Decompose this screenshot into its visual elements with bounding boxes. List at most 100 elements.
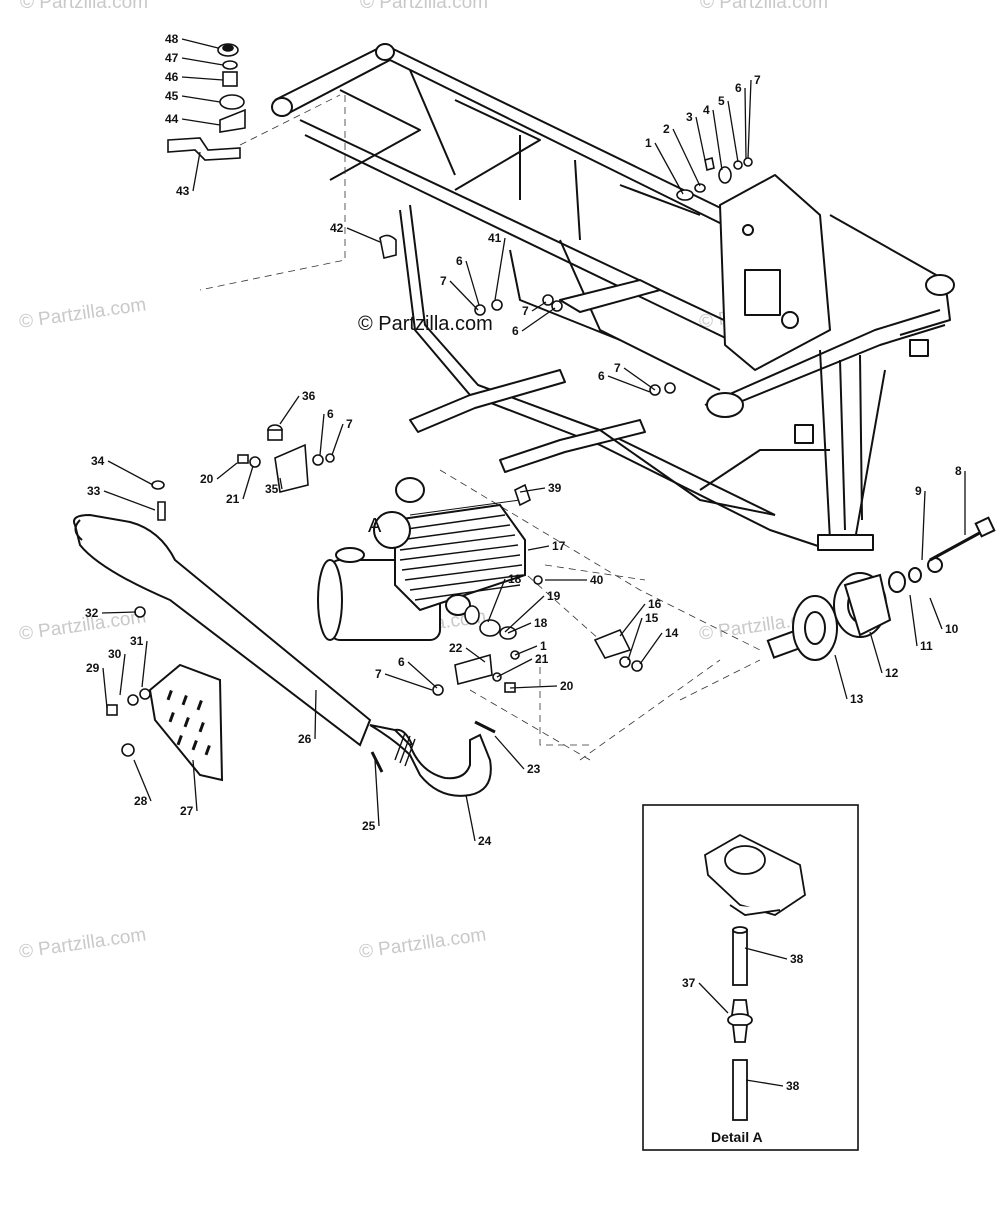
callout-leader-line [695, 116, 706, 161]
callout-number: 25 [362, 819, 376, 833]
callout-number: 1 [540, 639, 547, 653]
callout-leader-line [181, 38, 219, 49]
callout-number: 45 [165, 89, 179, 103]
callout-leader-line [181, 76, 224, 81]
callout-leader-line [331, 423, 344, 456]
callout-number: 20 [200, 472, 214, 486]
callout-number: 6 [456, 254, 463, 268]
callout-leader-line [494, 237, 506, 301]
callout-number: 42 [330, 221, 344, 235]
callout-number: 11 [920, 639, 933, 653]
callout-leader-line [487, 578, 506, 623]
callout-number: 6 [512, 324, 519, 338]
callout-leader-line [279, 395, 300, 425]
detail-a-marker-circle [373, 511, 411, 549]
callout-leader-line [509, 685, 558, 689]
callout-leader-line [141, 640, 148, 688]
callout-number: 44 [165, 112, 179, 126]
callout-leader-line [449, 280, 479, 311]
callout-leader-line [929, 597, 943, 630]
callout-number: 15 [645, 611, 659, 625]
callout-leader-line [639, 632, 663, 665]
callout-leader-line [507, 622, 532, 634]
callout-leader-line [654, 142, 684, 195]
callout-number: 48 [165, 32, 179, 46]
callout-leader-line [745, 1079, 784, 1087]
callout-leader-line [374, 759, 380, 827]
callout-leader-line [102, 667, 108, 709]
callout-number: 7 [754, 73, 761, 87]
callout-leader-line [346, 227, 381, 243]
callout-number: 4 [703, 103, 710, 117]
callout-number: 3 [686, 110, 693, 124]
callout-number: 6 [598, 369, 605, 383]
callout-leader-line [744, 87, 747, 159]
callout-leader-line [407, 661, 438, 689]
callout-leader-line [494, 735, 525, 770]
callout-number: 2 [663, 122, 670, 136]
callout-number: 41 [488, 231, 502, 245]
callout-leader-line [698, 982, 729, 1014]
callout-leader-line [619, 603, 646, 637]
callout-leader-line [319, 413, 325, 456]
callout-number: 28 [134, 794, 148, 808]
callout-leader-line [465, 260, 480, 306]
callout-leader-line [869, 631, 883, 674]
frame-assembly [271, 43, 955, 551]
callout-number: 47 [165, 51, 179, 65]
callout-number: 27 [180, 804, 194, 818]
callout-leader-line [712, 109, 723, 171]
callout-number: 6 [398, 655, 405, 669]
callout-leader-line [181, 118, 221, 126]
watermark: © Partzilla.com [18, 294, 148, 333]
callout-number: 39 [548, 481, 562, 495]
detail-a-marker: A [368, 515, 382, 537]
callout-number: 43 [176, 184, 190, 198]
callout-number: 37 [682, 976, 696, 990]
callout-leader-line [119, 653, 126, 696]
callout-number: 38 [786, 1079, 800, 1093]
callout-leader-line [519, 487, 546, 493]
callout-leader-line [521, 307, 556, 332]
callout-number: 18 [534, 616, 548, 630]
callout-leader-line [623, 367, 656, 391]
callout-number: 5 [718, 94, 725, 108]
callout-number: 6 [327, 407, 334, 421]
callout-number: 21 [226, 492, 240, 506]
callout-number: 7 [346, 417, 353, 431]
callout-leaders [101, 38, 966, 1087]
callout-leader-line [514, 645, 538, 656]
callout-number: 24 [478, 834, 492, 848]
callout-number: 32 [85, 606, 99, 620]
callout-number: 35 [265, 482, 279, 496]
callout-number: 20 [560, 679, 574, 693]
callout-number: 18 [508, 572, 522, 586]
clutch-assembly [766, 516, 996, 661]
callout-number: 8 [955, 464, 962, 478]
callout-number: 14 [665, 626, 679, 640]
callout-leader-line [279, 477, 283, 490]
callout-leader-line [744, 947, 788, 960]
watermark: © Partzilla.com [20, 0, 148, 13]
callout-leader-line [921, 490, 926, 561]
callout-leader-line [192, 759, 198, 812]
callout-leader-line [607, 375, 651, 393]
callout-leader-line [627, 617, 643, 661]
callout-number: 19 [547, 589, 561, 603]
callout-leader-line [909, 594, 918, 647]
watermark: © Partzilla.com [360, 0, 488, 13]
callout-leader-line [496, 658, 533, 678]
callout-number: 34 [91, 454, 105, 468]
callout-leader-line [192, 151, 201, 192]
callout-number: 21 [535, 652, 549, 666]
callout-number: 7 [375, 667, 382, 681]
center-caption: © Partzilla.com [358, 313, 493, 335]
callout-number: 10 [945, 622, 959, 636]
callout-leader-line [314, 689, 317, 740]
callout-number: 46 [165, 70, 179, 84]
callout-leader-line [747, 79, 752, 159]
callout-leader-line [103, 490, 156, 511]
callout-leader-line [107, 460, 154, 486]
